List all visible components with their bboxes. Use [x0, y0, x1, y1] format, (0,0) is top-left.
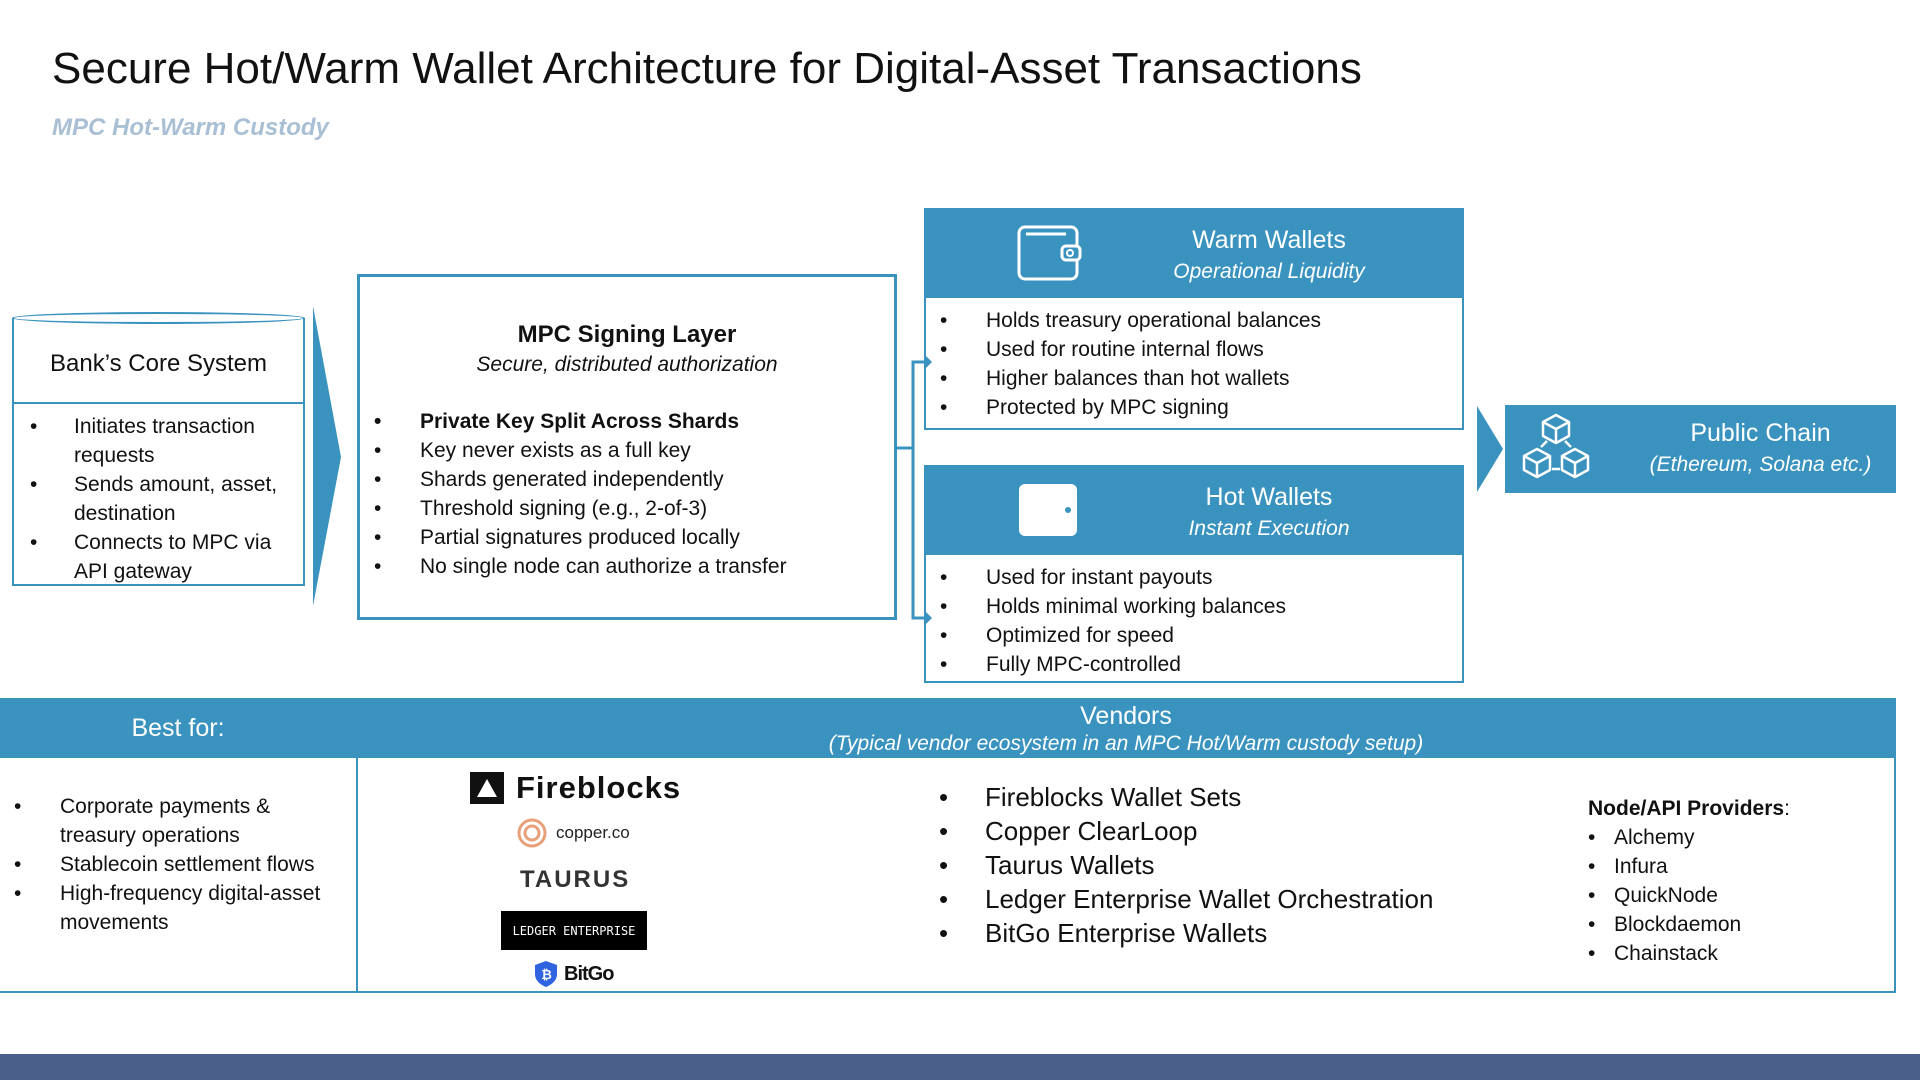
public-chain-title: Public Chain [1690, 419, 1831, 447]
cylinder-top [12, 312, 305, 324]
list-item: Ledger Enterprise Wallet Orchestration [925, 882, 1433, 916]
vendor-list: Fireblocks Wallet Sets Copper ClearLoop … [925, 780, 1433, 950]
list-item: Fully MPC-controlled [926, 650, 1462, 679]
providers-list: Alchemy Infura QuickNode Blockdaemon Cha… [1588, 823, 1790, 968]
list-item: BitGo Enterprise Wallets [925, 916, 1433, 950]
warm-wallets-subtitle: Operational Liquidity [1173, 260, 1365, 283]
wallet-icon [1019, 484, 1077, 536]
warm-wallets-title: Warm Wallets [1192, 226, 1346, 254]
wallet-icon [1017, 225, 1082, 281]
list-item: Corporate payments & treasury operations [0, 792, 350, 850]
mpc-branch-connector-lower [911, 448, 926, 620]
list-item: Threshold signing (e.g., 2-of-3) [360, 494, 894, 523]
vendors-table: Best for: Vendors (Typical vendor ecosys… [0, 698, 1896, 993]
copper-logo: copper.co [516, 817, 630, 849]
vendors-title: Vendors [1080, 702, 1172, 730]
list-item: Holds treasury operational balances [926, 306, 1462, 335]
list-item: High-frequency digital-asset movements [0, 879, 350, 937]
list-item: Optimized for speed [926, 621, 1462, 650]
copper-mark-icon [517, 818, 547, 848]
list-item: Initiates transaction requests [14, 412, 303, 470]
warm-wallets-list: Holds treasury operational balances Used… [926, 306, 1462, 422]
fireblocks-mark-icon [470, 772, 504, 804]
list-item: Stablecoin settlement flows [0, 850, 350, 879]
list-item: QuickNode [1588, 881, 1790, 910]
list-item: Shards generated independently [360, 465, 894, 494]
copper-wordmark: copper.co [556, 823, 630, 842]
vendors-subtitle: (Typical vendor ecosystem in an MPC Hot/… [828, 732, 1424, 755]
page-title: Secure Hot/Warm Wallet Architecture for … [52, 44, 1362, 93]
svg-text:₿: ₿ [541, 967, 551, 982]
list-item: Taurus Wallets [925, 848, 1433, 882]
warm-wallets-box: Warm Wallets Operational Liquidity Holds… [924, 208, 1464, 430]
list-item: Partial signatures produced locally [360, 523, 894, 552]
table-header-bar [0, 700, 1894, 758]
bitgo-logo: ₿ BitGo [534, 960, 614, 988]
public-chain-subtitle: (Ethereum, Solana etc.) [1649, 453, 1872, 476]
best-for-title: Best for: [131, 714, 225, 742]
list-item: Higher balances than hot wallets [926, 364, 1462, 393]
best-for-list: Corporate payments & treasury operations… [0, 792, 350, 937]
bitgo-wordmark: BitGo [564, 962, 614, 985]
list-item: Blockdaemon [1588, 910, 1790, 939]
hot-wallets-subtitle: Instant Execution [1188, 517, 1350, 540]
hot-wallets-list: Used for instant payouts Holds minimal w… [926, 563, 1462, 679]
public-chain-box: Public Chain (Ethereum, Solana etc.) [1505, 405, 1896, 493]
list-item: Private Key Split Across Shards [360, 407, 894, 436]
list-item: Holds minimal working balances [926, 592, 1462, 621]
hot-wallets-box: Hot Wallets Instant Execution Used for i… [924, 465, 1464, 683]
list-item: Sends amount, asset, destination [14, 470, 303, 528]
list-item: Alchemy [1588, 823, 1790, 852]
bitgo-shield-icon: ₿ [535, 961, 557, 987]
fireblocks-logo: Fireblocks [470, 770, 681, 806]
column-divider [356, 700, 358, 991]
mpc-list: Private Key Split Across Shards Key neve… [360, 407, 894, 581]
bank-to-mpc-arrow [313, 306, 341, 606]
blockchain-cubes-icon [1522, 413, 1590, 479]
taurus-logo: TAURUS [520, 866, 631, 893]
hot-wallets-header: Hot Wallets Instant Execution [924, 465, 1464, 555]
warm-wallets-header: Warm Wallets Operational Liquidity [924, 208, 1464, 298]
node-api-providers: Node/API Providers: Alchemy Infura Quick… [1588, 794, 1790, 968]
list-item: No single node can authorize a transfer [360, 552, 894, 581]
list-item: Connects to MPC via API gateway [14, 528, 303, 586]
providers-title: Node/API Providers [1588, 797, 1785, 820]
list-item: Key never exists as a full key [360, 436, 894, 465]
mpc-signing-layer-box: MPC Signing Layer Secure, distributed au… [357, 274, 897, 620]
hot-wallets-title: Hot Wallets [1205, 483, 1333, 511]
list-item: Used for instant payouts [926, 563, 1462, 592]
list-item: Fireblocks Wallet Sets [925, 780, 1433, 814]
page-subtitle: MPC Hot-Warm Custody [52, 114, 329, 141]
list-item: Infura [1588, 852, 1790, 881]
bank-title: Bank’s Core System [14, 326, 303, 404]
list-item: Copper ClearLoop [925, 814, 1433, 848]
bank-list: Initiates transaction requests Sends amo… [14, 412, 303, 586]
footer-band [0, 1054, 1920, 1080]
mpc-branch-connector [897, 360, 926, 450]
list-item: Chainstack [1588, 939, 1790, 968]
mpc-title: MPC Signing Layer [517, 321, 737, 348]
ledger-enterprise-logo: LEDGER ENTERPRISE [501, 911, 647, 950]
mpc-subtitle: Secure, distributed authorization [476, 353, 778, 376]
bank-core-system-box: Bank’s Core System Initiates transaction… [12, 312, 305, 586]
wallets-to-chain-arrow [1477, 406, 1503, 492]
list-item: Used for routine internal flows [926, 335, 1462, 364]
fireblocks-wordmark: Fireblocks [516, 770, 682, 805]
list-item: Protected by MPC signing [926, 393, 1462, 422]
